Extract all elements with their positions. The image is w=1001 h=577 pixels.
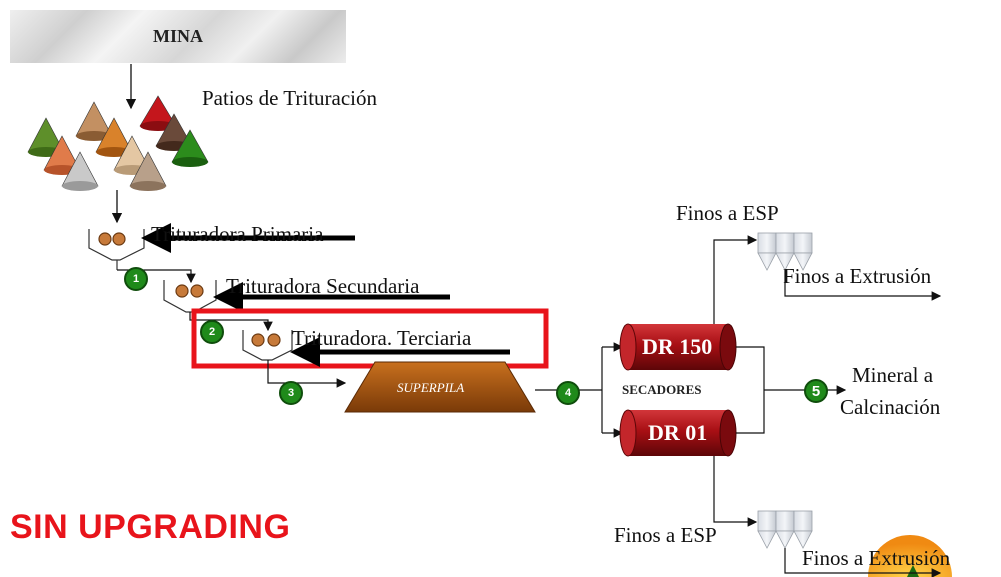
secundaria-label: Trituradora Secundaria xyxy=(226,274,420,298)
highlight-box xyxy=(191,308,549,369)
finos-extrusion-bottom-label: Finos a Extrusión xyxy=(802,546,951,570)
finos-esp-top-label: Finos a ESP xyxy=(676,201,779,225)
calcinacion-label: Calcinación xyxy=(840,395,941,419)
step-badge-4: 4 xyxy=(556,381,580,405)
secadores-label: SECADORES xyxy=(622,382,702,397)
step-badge-5: 5 xyxy=(804,379,828,403)
superpila-label: SUPERPILA xyxy=(397,380,465,395)
mineral-label: Mineral a xyxy=(852,363,934,387)
dryer-dr150 xyxy=(619,323,737,371)
mina-label: MINA xyxy=(153,26,203,46)
silos-top xyxy=(757,232,813,271)
mina-box: MINA xyxy=(10,10,346,63)
dr01-label: DR 01 xyxy=(648,420,708,445)
silos-bottom xyxy=(757,510,813,549)
patios-label: Patios de Trituración xyxy=(202,86,378,110)
extrusion-tree-icon xyxy=(907,565,919,577)
primaria-label: Trituradora Primaria xyxy=(151,222,324,246)
extrusion-dome xyxy=(868,535,952,577)
step-badge-1: 1 xyxy=(124,267,148,291)
finos-extrusion-top-label: Finos a Extrusión xyxy=(783,264,932,288)
finos-esp-bottom-label: Finos a ESP xyxy=(614,523,717,547)
dryer-dr01 xyxy=(619,409,737,457)
sin-upgrading-title: SIN UPGRADING xyxy=(10,508,291,546)
stockpile-cones xyxy=(27,95,209,191)
superpila-shape xyxy=(344,361,536,413)
dr150-label: DR 150 xyxy=(642,334,713,359)
terciaria-label: Trituradora. Terciaria xyxy=(292,326,472,350)
step-badge-3: 3 xyxy=(279,381,303,405)
step-badge-2: 2 xyxy=(200,320,224,344)
